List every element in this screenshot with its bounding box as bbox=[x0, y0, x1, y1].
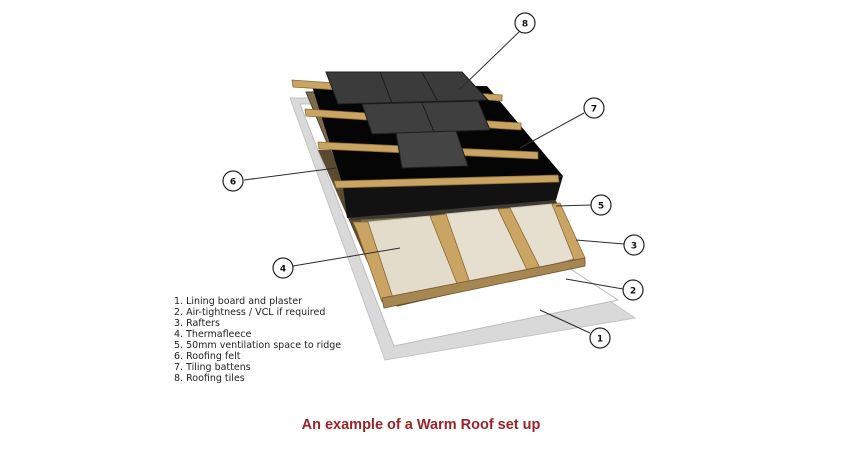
callout-4: 4 bbox=[272, 257, 294, 279]
tile-1 bbox=[325, 71, 490, 105]
tile-2 bbox=[361, 100, 491, 135]
callout-2: 2 bbox=[622, 279, 644, 301]
leader-line-4 bbox=[292, 247, 401, 267]
diagram-caption: An example of a Warm Roof set up bbox=[301, 417, 541, 433]
callout-7-label: 7 bbox=[591, 105, 597, 115]
callout-6: 6 bbox=[222, 170, 244, 192]
callout-5-label: 5 bbox=[598, 202, 604, 212]
legend-item-7: 7. Tiling battens bbox=[174, 362, 251, 373]
bottom-plate bbox=[381, 257, 586, 309]
legend-item-1: 1. Lining board and plaster bbox=[174, 296, 303, 307]
tile-1-joint-2 bbox=[421, 71, 439, 103]
tile-2-joint bbox=[421, 102, 435, 133]
callout-8-label: 8 bbox=[522, 20, 528, 30]
leader-line-7 bbox=[519, 112, 585, 149]
leader-line-3 bbox=[575, 239, 625, 245]
callout-3-label: 3 bbox=[631, 242, 637, 252]
callout-7: 7 bbox=[583, 97, 605, 119]
batten-4 bbox=[333, 174, 560, 189]
legend-item-5: 5. 50mm ventilation space to ridge bbox=[174, 340, 342, 351]
roofing-tiles bbox=[325, 71, 491, 169]
callout-2-label: 2 bbox=[630, 287, 636, 297]
leader-line-2 bbox=[565, 278, 624, 290]
legend-item-2: 2. Air-tightness / VCL if required bbox=[174, 307, 326, 318]
callout-4-label: 4 bbox=[280, 265, 286, 275]
leader-line-6 bbox=[243, 167, 337, 181]
leader-line-8 bbox=[459, 30, 521, 90]
legend-item-4: 4. Thermafleece bbox=[174, 329, 252, 340]
legend-item-6: 6. Roofing felt bbox=[174, 351, 241, 362]
callout-1: 1 bbox=[589, 327, 611, 349]
tile-1-joint bbox=[379, 71, 393, 104]
callout-3: 3 bbox=[623, 234, 645, 256]
callout-8: 8 bbox=[514, 12, 536, 34]
leader-line-1 bbox=[539, 309, 591, 334]
callout-1-label: 1 bbox=[597, 335, 603, 345]
leader-line-5 bbox=[555, 204, 592, 207]
callout-6-label: 6 bbox=[230, 178, 236, 188]
legend-item-8: 8. Roofing tiles bbox=[174, 373, 245, 384]
callout-5: 5 bbox=[590, 194, 612, 216]
legend-list: 1. Lining board and plaster 2. Air-tight… bbox=[174, 296, 341, 384]
tile-3 bbox=[395, 130, 469, 169]
callouts: 8 7 6 5 4 3 2 1 bbox=[222, 12, 645, 349]
legend-item-3: 3. Rafters bbox=[174, 318, 220, 329]
